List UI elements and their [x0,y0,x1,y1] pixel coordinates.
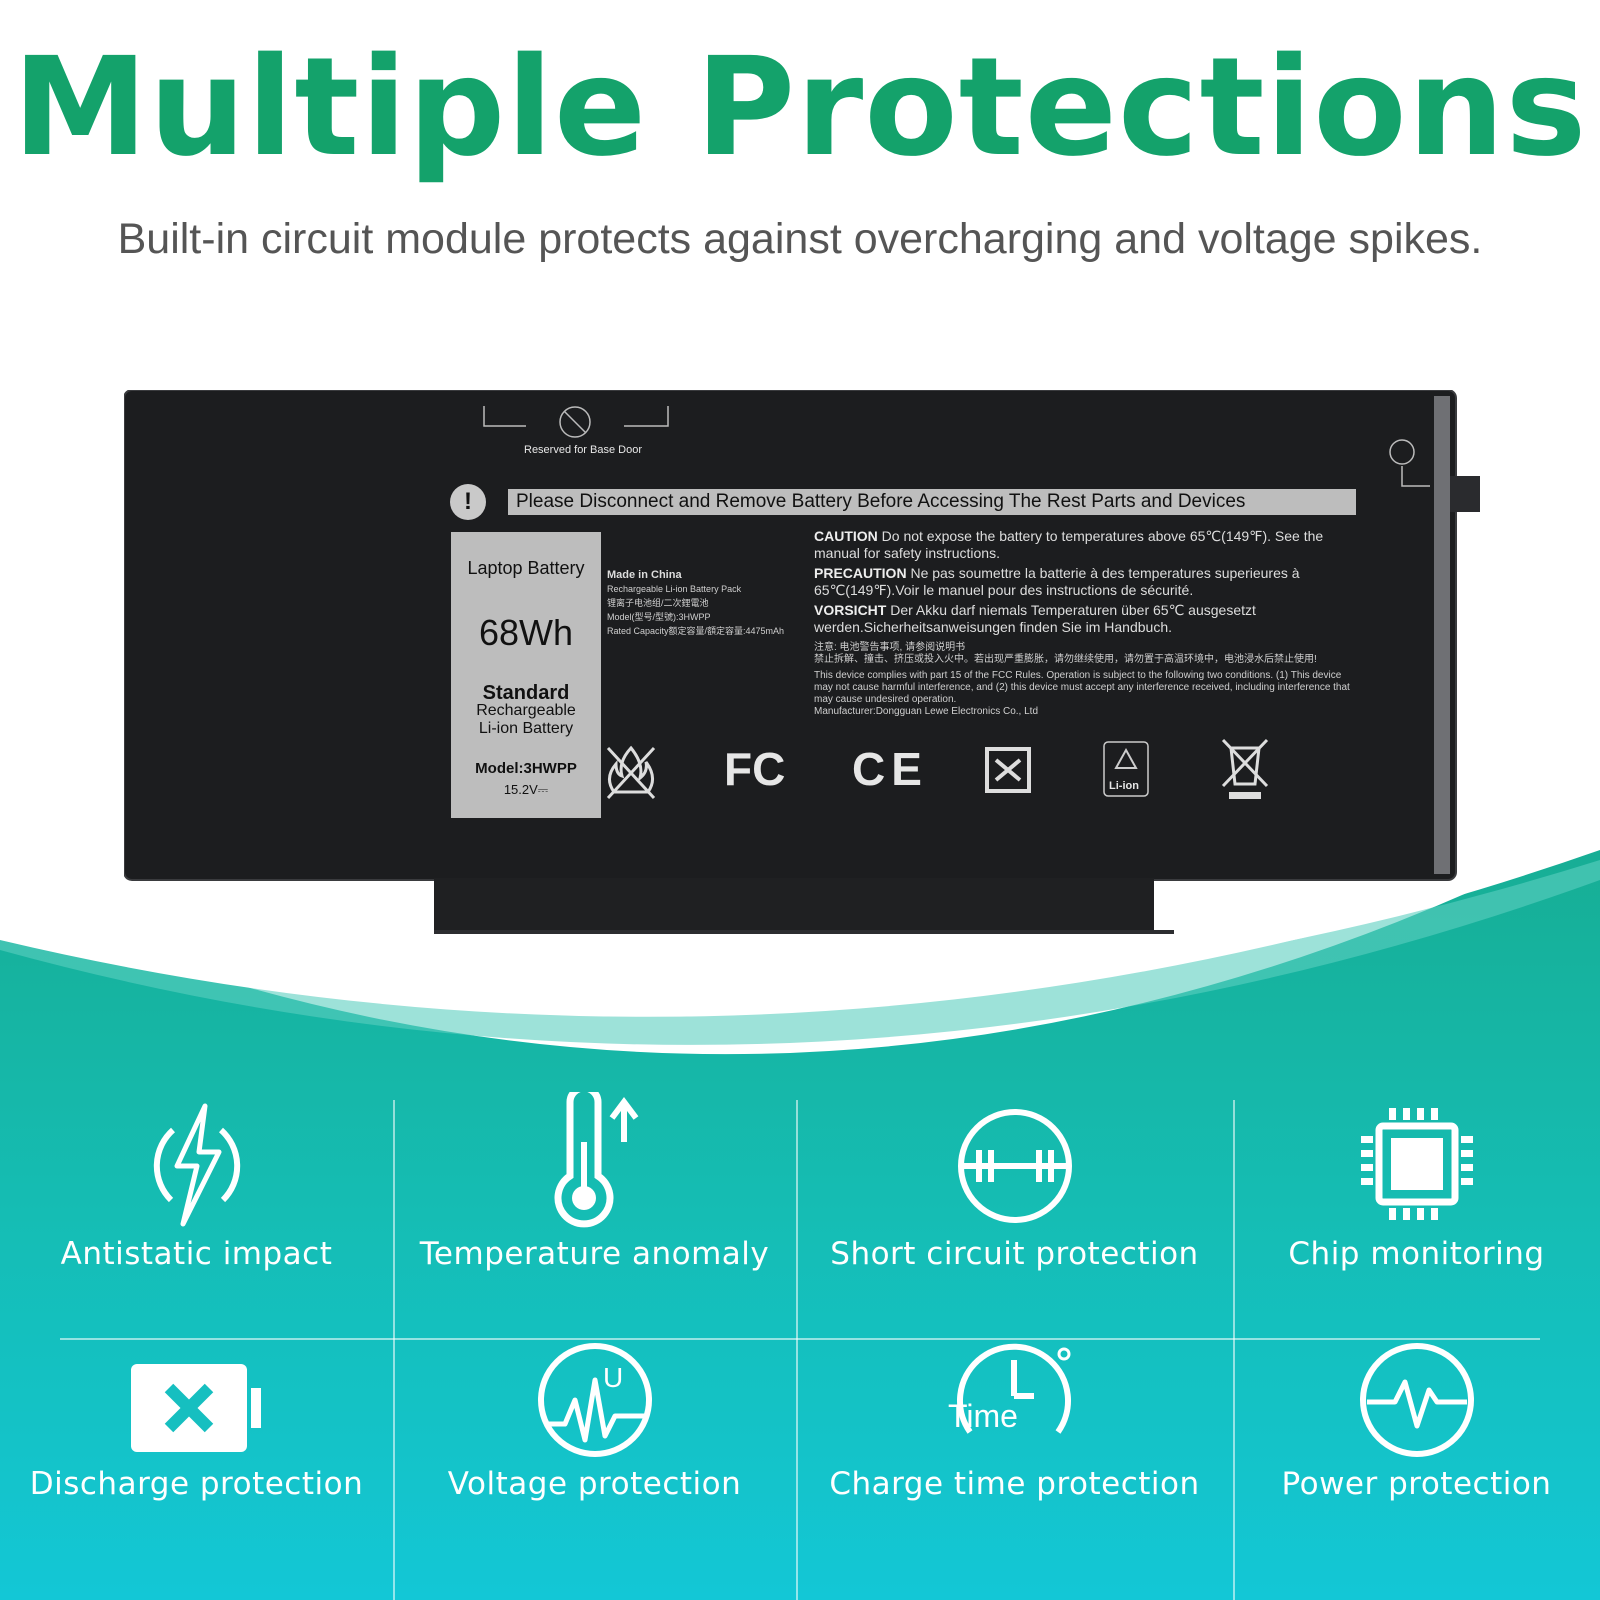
liion-recycle-icon [1103,741,1149,797]
precaution-text: Ne pas soumettre la batterie à des tempe… [814,565,1300,598]
weee-bin-icon [1221,738,1269,799]
battery-spec-sticker: Laptop Battery 68Wh Standard Rechargeabl… [451,532,601,818]
ce-mark: CE [852,743,928,795]
time-word: Time [948,1398,1018,1434]
feature-label: Chip monitoring [1288,1236,1545,1272]
feature-discharge: Discharge protection [0,1340,393,1600]
feature-short-circuit: Short circuit protection [796,1080,1233,1338]
fcc-note: This device complies with part 15 of the… [814,670,1350,705]
reserved-base-door-label: Reserved for Base Door [524,444,642,456]
made-line: 锂离子电池组/二次鋰電池 [607,598,709,608]
feature-label: Temperature anomaly [419,1236,770,1272]
thermometer-up-icon [554,1092,638,1228]
sticker-capacity: 68Wh [478,612,574,653]
liion-mark: Li-ion [1109,780,1139,792]
vorsicht-text: Der Akku darf niemals Temperaturen über … [814,602,1256,635]
manufacturer-note: Manufacturer:Dongguan Lewe Electronics C… [814,706,1039,717]
voltage-wave-icon [537,1343,652,1457]
chip-icon [1360,1108,1473,1220]
caution-head: CAUTION [814,528,878,544]
feature-temperature: Temperature anomaly [393,1080,796,1338]
caution-block: CAUTION Do not expose the battery to tem… [814,528,1354,718]
feature-antistatic: Antistatic impact [0,1080,393,1338]
made-line: Rated Capacity额定容量/額定容量:4475mAh [607,626,785,636]
sticker-rechargeable: Rechargeable [476,702,576,719]
warning-banner: Please Disconnect and Remove Battery Bef… [508,489,1356,515]
lightning-circle-icon [153,1103,240,1227]
headline: Multiple Protections [12,29,1588,187]
recycle-cert-icon [985,747,1031,793]
voltage-letter: U [603,1362,624,1393]
vorsicht-head: VORSICHT [814,602,887,618]
sticker-liion: Li-ion Battery [478,720,574,737]
no-fire-icon [606,745,656,800]
feature-voltage: U Voltage protection [393,1340,796,1600]
short-circuit-icon [957,1109,1072,1223]
feature-label: Voltage protection [447,1466,742,1502]
chinese-note-1: 注意: 电池警告事项, 请参阅说明书 [814,642,966,653]
made-line: Rechargeable Li-ion Battery Pack [607,584,742,594]
sticker-model: Model:3HWPP [475,760,577,777]
feature-label: Charge time protection [829,1466,1200,1502]
sticker-title: Laptop Battery [467,558,585,578]
caution-text: Do not expose the battery to temperature… [814,528,1324,561]
feature-label: Antistatic impact [60,1236,333,1272]
made-in-china: Made in China [607,569,682,581]
laptop-battery-image: Reserved for Base Door ! Please Disconne… [124,390,1482,934]
subheadline: Built-in circuit module protects against… [117,215,1483,263]
feature-label: Short circuit protection [830,1236,1199,1272]
chinese-note-2: 禁止拆解、撞击、挤压或投入火中。若出现严重膨胀，请勿继续使用，请勿置于高温环境中… [814,654,1317,665]
feature-label: Discharge protection [29,1466,364,1502]
precaution-head: PRECAUTION [814,565,907,581]
fcc-mark: FC [724,743,786,795]
pulse-circle-icon [1359,1343,1474,1457]
feature-power: Power protection [1233,1340,1600,1600]
made-in-block: Made in China Rechargeable Li-ion Batter… [607,568,817,638]
made-line: Model(型号/型號):3HWPP [607,612,711,622]
warning-icon: ! [450,484,486,520]
clock-time-icon [956,1343,1071,1434]
feature-chip: Chip monitoring [1233,1080,1600,1338]
feature-grid: Antistatic impact Temperature anomaly Sh… [0,1080,1600,1600]
feature-charge-time: Time Charge time protection [796,1340,1233,1600]
sticker-type: Standard [482,682,570,704]
sticker-voltage: 15.2V⎓ [503,782,549,797]
feature-label: Power protection [1281,1466,1552,1502]
battery-x-icon [130,1364,261,1452]
